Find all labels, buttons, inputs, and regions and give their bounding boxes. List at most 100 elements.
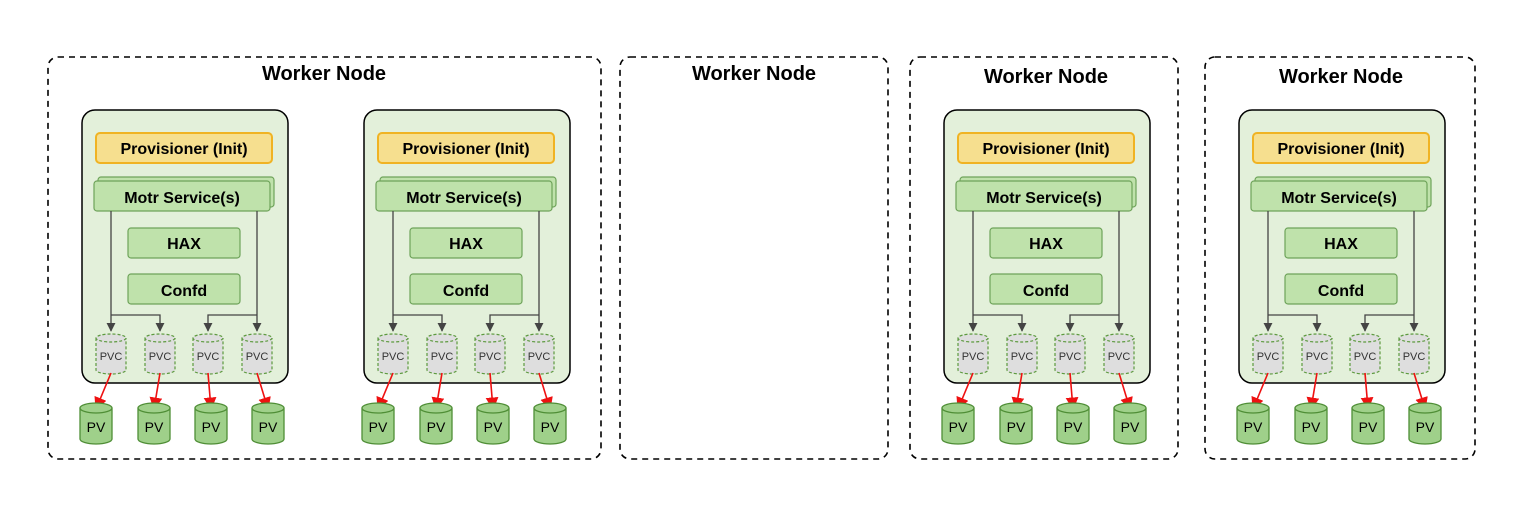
- pvc-cylinder: PVC: [426, 333, 458, 375]
- pvc-label: PVC: [1059, 351, 1082, 363]
- confd-box: [409, 273, 523, 305]
- pv-cylinder-top: [1294, 402, 1328, 414]
- pv-label: PV: [1007, 419, 1026, 435]
- pv-cylinder: PV: [137, 402, 171, 445]
- service-to-pvc-connector: [203, 314, 257, 332]
- pv-label: PV: [1064, 419, 1083, 435]
- pvc-label: PVC: [149, 351, 172, 363]
- pv-cylinder: PV: [79, 402, 113, 445]
- pvc-cylinder-top: [957, 333, 989, 343]
- pv-cylinder-top: [476, 402, 510, 414]
- pv-cylinder: PV: [361, 402, 395, 445]
- pv-cylinder: PV: [251, 402, 285, 445]
- service-to-pvc-connector: [393, 314, 447, 332]
- pv-cylinder-body: [1351, 408, 1385, 445]
- pv-label: PV: [1244, 419, 1263, 435]
- pv-cylinder-body: [941, 408, 975, 445]
- pvc-cylinder: PVC: [144, 333, 176, 375]
- confd-label: Confd: [161, 283, 207, 300]
- pvc-cylinder-body: [957, 338, 989, 375]
- pv-cylinder-body: [1056, 408, 1090, 445]
- pv-cylinder: PV: [1236, 402, 1270, 445]
- pv-cylinder-top: [941, 402, 975, 414]
- pvc-cylinder-top: [241, 333, 273, 343]
- pvc-cylinder: PVC: [1054, 333, 1086, 375]
- confd-label: Confd: [443, 283, 489, 300]
- pvc-label: PVC: [962, 351, 985, 363]
- pvc-cylinder-top: [1006, 333, 1038, 343]
- pv-cylinder-body: [194, 408, 228, 445]
- motr-service-label: Motr Service(s): [124, 190, 240, 207]
- pv-label: PV: [949, 419, 968, 435]
- confd-box: [989, 273, 1103, 305]
- pvc-cylinder-body: [426, 338, 458, 375]
- hax-box: [1284, 227, 1398, 259]
- pv-cylinder-top: [251, 402, 285, 414]
- pvc-cylinder-body: [144, 338, 176, 375]
- pv-cylinder-body: [999, 408, 1033, 445]
- pvc-label: PVC: [100, 351, 123, 363]
- pv-cylinder-body: [137, 408, 171, 445]
- pvc-cylinder: PVC: [1252, 333, 1284, 375]
- pv-label: PV: [427, 419, 446, 435]
- pv-cylinder-top: [79, 402, 113, 414]
- pvc-label: PVC: [1354, 351, 1377, 363]
- pvc-cylinder-top: [1301, 333, 1333, 343]
- motr-service-label: Motr Service(s): [986, 190, 1102, 207]
- motr-service-box: [93, 180, 271, 212]
- pv-cylinder-body: [1408, 408, 1442, 445]
- worker-node-boundary: [1204, 56, 1476, 460]
- pv-cylinder: PV: [476, 402, 510, 445]
- pvc-cylinder-body: [95, 338, 127, 375]
- service-to-pvc-connector: [1268, 314, 1322, 332]
- confd-label: Confd: [1318, 283, 1364, 300]
- pv-cylinder: PV: [999, 402, 1033, 445]
- pv-cylinder-top: [1236, 402, 1270, 414]
- pv-label: PV: [484, 419, 503, 435]
- pvc-cylinder-body: [1252, 338, 1284, 375]
- pvc-cylinder: PVC: [1006, 333, 1038, 375]
- service-to-pvc-connector: [1360, 314, 1414, 332]
- pv-label: PV: [202, 419, 221, 435]
- pvc-cylinder-body: [377, 338, 409, 375]
- pvc-cylinder-body: [1006, 338, 1038, 375]
- motr-service-label: Motr Service(s): [406, 190, 522, 207]
- pv-cylinder: PV: [1294, 402, 1328, 445]
- pvc-cylinder-body: [1398, 338, 1430, 375]
- pv-cylinder-body: [361, 408, 395, 445]
- pvc-cylinder: PVC: [523, 333, 555, 375]
- pvc-cylinder: PVC: [1349, 333, 1381, 375]
- pv-cylinder-body: [1294, 408, 1328, 445]
- pod: Provisioner (Init)Motr Service(s)HAXConf…: [363, 109, 571, 384]
- pv-cylinder-body: [533, 408, 567, 445]
- pvc-cylinder: PVC: [377, 333, 409, 375]
- pv-label: PV: [1359, 419, 1378, 435]
- pvc-cylinder-body: [192, 338, 224, 375]
- hax-label: HAX: [167, 236, 201, 253]
- hax-box: [409, 227, 523, 259]
- pv-cylinder: PV: [941, 402, 975, 445]
- pvc-cylinder-top: [95, 333, 127, 343]
- pv-cylinder-body: [1236, 408, 1270, 445]
- worker-node-boundary: [619, 56, 889, 460]
- pvc-cylinder-top: [192, 333, 224, 343]
- pvc-cylinder-body: [474, 338, 506, 375]
- pv-cylinder-body: [79, 408, 113, 445]
- motr-service-box: [1250, 180, 1428, 212]
- pv-cylinder: PV: [1056, 402, 1090, 445]
- pv-cylinder-top: [999, 402, 1033, 414]
- pv-label: PV: [1302, 419, 1321, 435]
- worker-node: Worker Node: [619, 56, 889, 460]
- pvc-label: PVC: [246, 351, 269, 363]
- pvc-cylinder-top: [1252, 333, 1284, 343]
- pvc-cylinder-body: [1349, 338, 1381, 375]
- service-to-pvc-connector: [485, 314, 539, 332]
- pv-cylinder-top: [137, 402, 171, 414]
- motr-service-box: [955, 180, 1133, 212]
- worker-node-title: Worker Node: [692, 63, 816, 85]
- pv-cylinder-top: [1351, 402, 1385, 414]
- pv-cylinder: PV: [419, 402, 453, 445]
